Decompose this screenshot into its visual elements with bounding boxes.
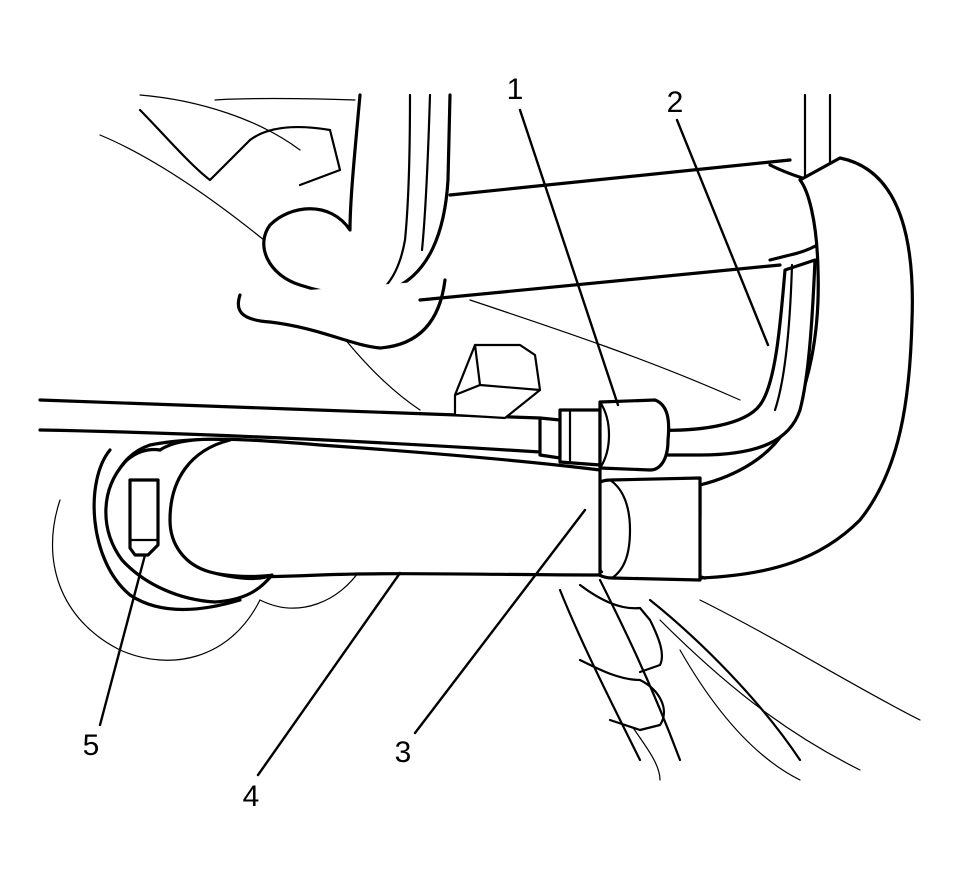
- callout-3: 3: [394, 736, 412, 769]
- center-bracket: [453, 343, 542, 420]
- metal-pipe: [648, 258, 817, 457]
- leader-1: [518, 108, 620, 407]
- leader-lines: [98, 108, 770, 777]
- exhaust-outlet: [92, 448, 242, 612]
- leader-5: [98, 553, 147, 727]
- leader-4: [256, 571, 402, 777]
- callout-4: 4: [242, 780, 260, 813]
- connector-clip: [128, 478, 160, 557]
- callout-2: 2: [666, 86, 684, 119]
- frame-bar: [418, 93, 847, 302]
- callout-1: 1: [506, 73, 524, 106]
- lower-mount: [558, 578, 802, 762]
- leader-2: [675, 118, 770, 347]
- leader-3: [413, 508, 587, 735]
- main-hose: [104, 437, 602, 604]
- callout-5: 5: [82, 729, 100, 762]
- upper-hose: [138, 93, 452, 350]
